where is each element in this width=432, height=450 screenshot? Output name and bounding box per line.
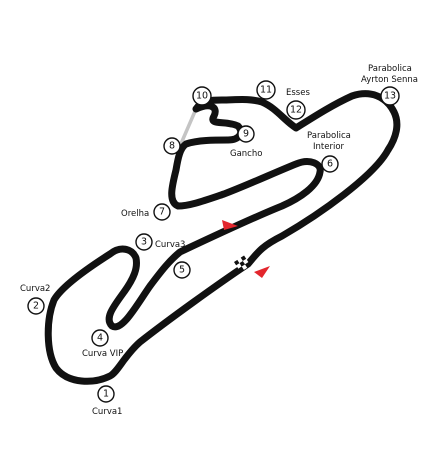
corner-13-label-line2: Ayrton Senna	[361, 75, 418, 85]
corner-1-label: Curva1	[92, 407, 122, 417]
corner-3: 3 Curva3	[135, 233, 185, 251]
corner-12: 12 Esses	[286, 88, 310, 120]
race-track	[44, 90, 401, 385]
corner-2-label: Curva2	[20, 284, 50, 294]
corner-3-label: Curva3	[155, 240, 185, 250]
corner-8: 8	[163, 137, 181, 155]
corner-12-number: 12	[290, 105, 302, 116]
corner-6: 6 Parabolica Interior	[307, 131, 351, 173]
corner-7-number: 7	[159, 207, 165, 218]
checkered-flag-icon	[234, 255, 251, 273]
corner-10-number: 10	[196, 91, 208, 102]
corner-13-label-line1: Parabolica	[368, 64, 412, 74]
corner-4-number: 4	[97, 333, 103, 344]
corner-10: 10	[192, 86, 212, 106]
corner-1: 1 Curva1	[92, 385, 122, 417]
corner-4-label: Curva VIP	[82, 349, 123, 359]
corner-9-number: 9	[243, 129, 249, 140]
corner-7-label: Orelha	[121, 209, 149, 219]
corner-13: 13 Parabolica Ayrton Senna	[361, 64, 418, 106]
corner-7: 7 Orelha	[121, 203, 171, 221]
corner-2: 2 Curva2	[20, 284, 50, 315]
corner-11: 11	[256, 80, 276, 100]
corner-3-number: 3	[141, 237, 147, 248]
corner-6-label-line1: Parabolica	[307, 131, 351, 141]
corner-5-number: 5	[179, 265, 185, 276]
corner-4: 4 Curva VIP	[82, 329, 123, 359]
corner-6-number: 6	[327, 159, 333, 170]
corner-5: 5	[173, 261, 191, 279]
corner-1-number: 1	[103, 389, 109, 400]
corner-12-label: Esses	[286, 88, 310, 98]
corner-8-number: 8	[169, 141, 175, 152]
direction-arrow-icon	[254, 266, 270, 278]
corner-13-number: 13	[384, 91, 396, 102]
direction-arrow-icon	[222, 220, 238, 230]
corner-2-number: 2	[33, 301, 39, 312]
corner-11-number: 11	[260, 85, 272, 96]
pit-lane	[178, 107, 198, 148]
corner-9-label: Gancho	[230, 149, 262, 159]
corner-6-label-line2: Interior	[313, 142, 345, 152]
corner-9: 9 Gancho	[230, 125, 262, 159]
